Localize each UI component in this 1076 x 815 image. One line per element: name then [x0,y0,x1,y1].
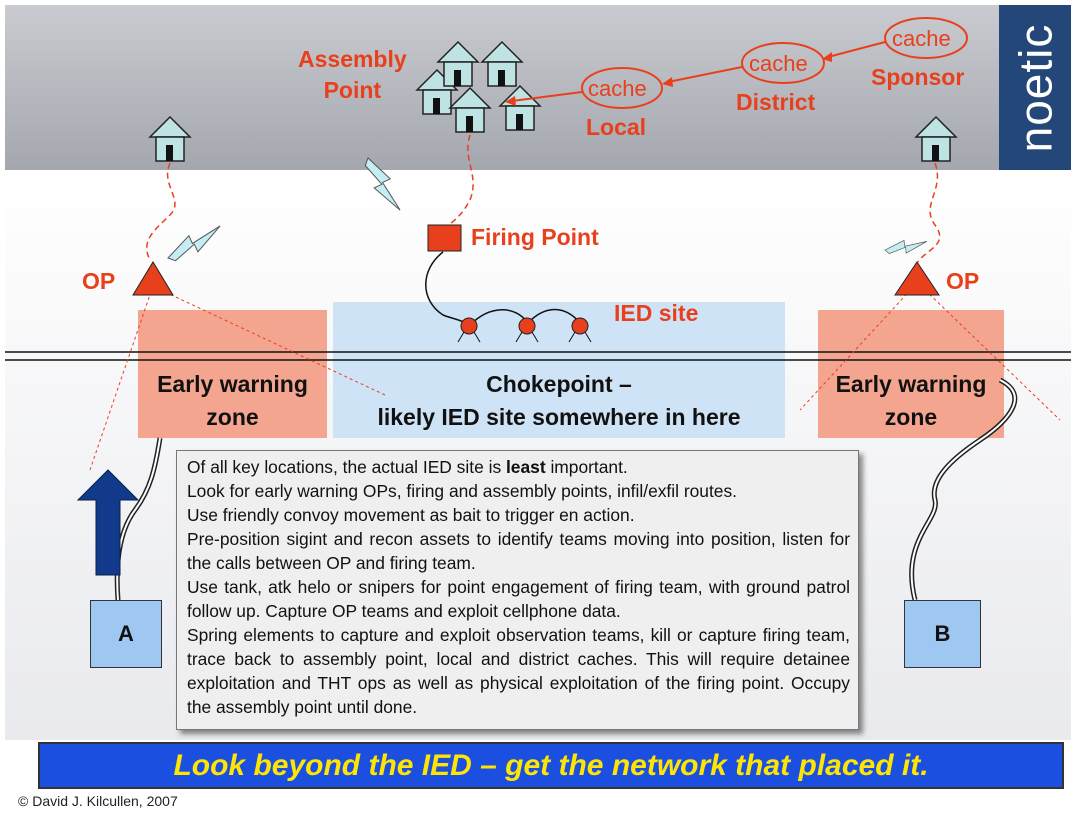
chokepoint-label: Chokepoint – likely IED site somewhere i… [377,371,741,430]
ied-icon [515,317,539,343]
cache-sponsor-label: cache [892,26,951,51]
copyright-text: © David J. Kilcullen, 2007 [18,793,178,809]
box-a: A [90,600,162,668]
route-right-inner [910,379,1016,601]
box-a-label: A [118,621,134,646]
note-line: Use friendly convoy movement as bait to … [187,505,635,525]
op-left-label: OP [82,268,116,294]
zone-left-label: Early warning zone [157,371,308,430]
op-right-label: OP [946,268,980,294]
comm-link-right [917,162,941,263]
cache-local-ellipse [581,67,663,109]
note-text: important. [545,457,628,477]
notes-box: Of all key locations, the actual IED sit… [176,450,859,730]
comm-link-assembly [444,134,474,229]
chokepoint-zone [333,302,785,438]
box-b: B [904,600,981,668]
arrow-local-assembly [511,91,583,102]
op-left-icon [132,261,174,296]
sky-band [5,5,999,170]
local-label: Local [586,114,647,140]
zone-left [138,310,327,438]
note-line: Spring elements to capture and exploit o… [187,625,850,717]
note-text: Of all key locations, the actual IED sit… [187,457,506,477]
sight-line [164,291,386,396]
district-label: District [736,89,816,115]
firing-point-icon [427,224,462,252]
arrow-district-local [667,66,743,83]
cache-district-ellipse [741,42,825,84]
ied-icon [568,317,592,343]
note-line: Use tank, atk helo or snipers for point … [187,577,850,621]
arrowhead-icon [662,77,673,87]
zone-right-label: Early warning zone [835,371,987,430]
arrowhead-icon [505,96,516,106]
comm-link-left [146,162,176,261]
firing-point-label: Firing Point [471,224,599,250]
brand-name: noetic [1009,23,1061,152]
tagline-banner: Look beyond the IED – get the network th… [38,742,1064,789]
note-line: Of all key locations, the actual IED sit… [187,455,850,479]
ied-site-label: IED site [614,300,699,326]
cache-local-label: cache [588,76,647,101]
note-line: Pre-position sigint and recon assets to … [187,529,850,573]
sponsor-label: Sponsor [871,64,965,90]
arrowhead-icon [822,52,832,62]
box-b-label: B [934,621,951,646]
ied-icon [457,317,481,343]
assembly-point-label: Assembly Point [298,46,407,103]
sight-line [924,289,1061,421]
note-emphasis: least [505,457,546,477]
cache-district-label: cache [749,51,808,76]
arrow-sponsor-district [827,41,886,58]
zone-right [818,310,1004,438]
op-right-icon [894,261,940,296]
note-line: Look for early warning OPs, firing and a… [187,481,737,501]
sight-line [799,284,916,411]
brand-logo: noetic [999,5,1071,170]
tagline-text: Look beyond the IED – get the network th… [173,748,929,782]
cache-sponsor-ellipse [884,17,968,59]
convoy-arrow-icon [76,469,140,576]
